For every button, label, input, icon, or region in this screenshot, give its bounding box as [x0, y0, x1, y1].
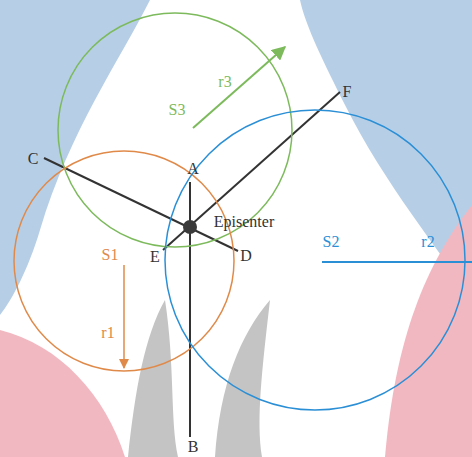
pink-petal [385, 205, 472, 457]
circle-name: S1 [102, 247, 119, 263]
circle-outline [163, 108, 467, 412]
line-ef [163, 92, 340, 250]
line-cd [44, 158, 238, 251]
radius-label: r3 [218, 74, 231, 90]
point-label: F [343, 84, 352, 100]
circle-region: S2 r2 [163, 108, 467, 412]
point-label: E [150, 249, 160, 265]
circle-outline [14, 151, 234, 371]
point-label: D [240, 248, 252, 264]
radius-line [322, 261, 472, 263]
circle-name: S2 [323, 234, 340, 250]
circle-outline [58, 13, 292, 247]
pink-petal [0, 330, 125, 457]
blue-petal [0, 0, 150, 315]
grey-petal [128, 300, 178, 457]
circle-outline [165, 110, 465, 410]
point-label: B [188, 439, 199, 455]
circle-region: S1 r1 [12, 149, 236, 373]
circle-name: S3 [169, 102, 186, 118]
epicenter-label: Episenter [214, 214, 274, 230]
circle-outline [12, 149, 236, 373]
point-label: A [187, 161, 199, 177]
radius-arrow [123, 265, 125, 368]
radius-label: r2 [421, 234, 434, 250]
radius-label: r1 [101, 325, 114, 341]
epicenter-dot [183, 220, 197, 234]
point-label: C [28, 151, 39, 167]
